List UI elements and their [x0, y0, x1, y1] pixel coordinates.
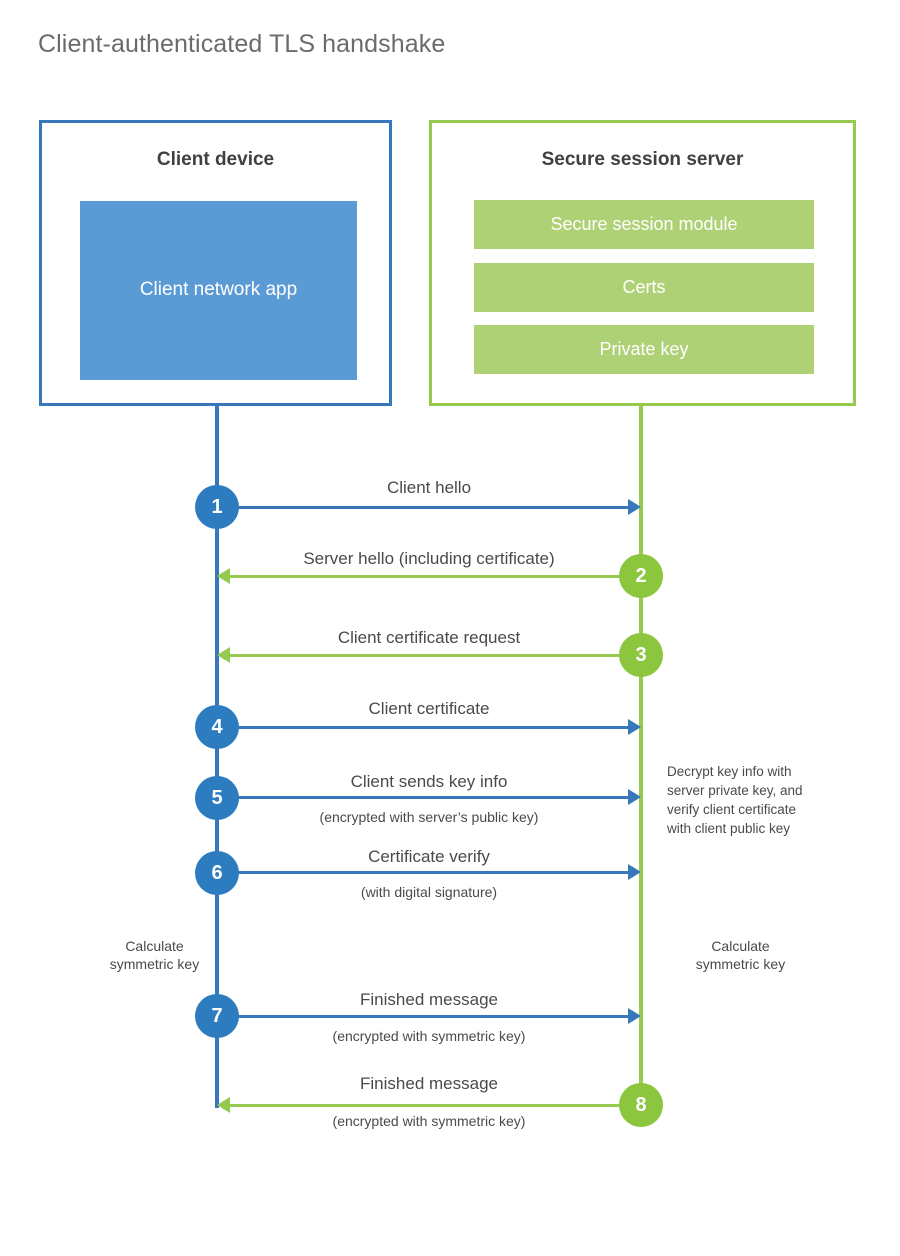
client-calculate-symmetric-key-note: Calculate symmetric key [109, 938, 200, 973]
step-6-arrowhead-icon [628, 864, 641, 880]
step-6-sublabel: (with digital signature) [360, 884, 498, 900]
step-3-label: Client certificate request [337, 628, 521, 647]
step-1-arrow-line [217, 506, 629, 509]
server-module-private-key: Private key [474, 325, 814, 374]
step-6-badge[interactable]: 6 [195, 851, 239, 895]
step-8-arrow-line [229, 1104, 641, 1107]
client-device-title: Client device [156, 149, 275, 170]
server-module-certs: Certs [474, 263, 814, 312]
step-7-sublabel: (encrypted with symmetric key) [332, 1028, 526, 1044]
step-7-label: Finished message [360, 990, 498, 1009]
step-2-arrow-line [229, 575, 641, 578]
step-8-label: Finished message [360, 1074, 498, 1093]
client-lifeline [215, 406, 219, 1108]
step-7-arrowhead-icon [628, 1008, 641, 1024]
step-5-badge[interactable]: 5 [195, 776, 239, 820]
step-7-badge[interactable]: 7 [195, 994, 239, 1038]
step-8-sublabel: (encrypted with symmetric key) [332, 1113, 526, 1129]
step-1-badge[interactable]: 1 [195, 485, 239, 529]
step-8-badge[interactable]: 8 [619, 1083, 663, 1127]
step-3-arrowhead-icon [217, 647, 230, 663]
step-6-label: Certificate verify [368, 847, 490, 866]
step-2-label: Server hello (including certificate) [303, 549, 555, 568]
step-8-arrowhead-icon [217, 1097, 230, 1113]
client-network-app-block: Client network app [80, 201, 357, 380]
step-7-arrow-line [217, 1015, 629, 1018]
step-3-arrow-line [229, 654, 641, 657]
page-title: Client-authenticated TLS handshake [38, 30, 446, 58]
step-4-arrow-line [217, 726, 629, 729]
client-device-box: Client device Client network app [39, 120, 392, 406]
step-4-arrowhead-icon [628, 719, 641, 735]
step-3-badge[interactable]: 3 [619, 633, 663, 677]
step-2-badge[interactable]: 2 [619, 554, 663, 598]
step-1-label: Client hello [386, 478, 472, 497]
step-5-arrow-line [217, 796, 629, 799]
step-4-label: Client certificate [368, 699, 490, 718]
step-5-arrowhead-icon [628, 789, 641, 805]
server-calculate-symmetric-key-note: Calculate symmetric key [695, 938, 786, 973]
step-5-sublabel: (encrypted with server’s public key) [319, 809, 539, 825]
step-4-badge[interactable]: 4 [195, 705, 239, 749]
step-5-label: Client sends key info [350, 772, 508, 791]
server-lifeline [639, 406, 643, 1086]
step-2-arrowhead-icon [217, 568, 230, 584]
step-1-arrowhead-icon [628, 499, 641, 515]
secure-session-server-title: Secure session server [541, 149, 744, 170]
server-module-secure-session-module: Secure session module [474, 200, 814, 249]
step-6-arrow-line [217, 871, 629, 874]
server-decrypt-note: Decrypt key info with server private key… [667, 764, 803, 837]
secure-session-server-box: Secure session server Secure session mod… [429, 120, 856, 406]
